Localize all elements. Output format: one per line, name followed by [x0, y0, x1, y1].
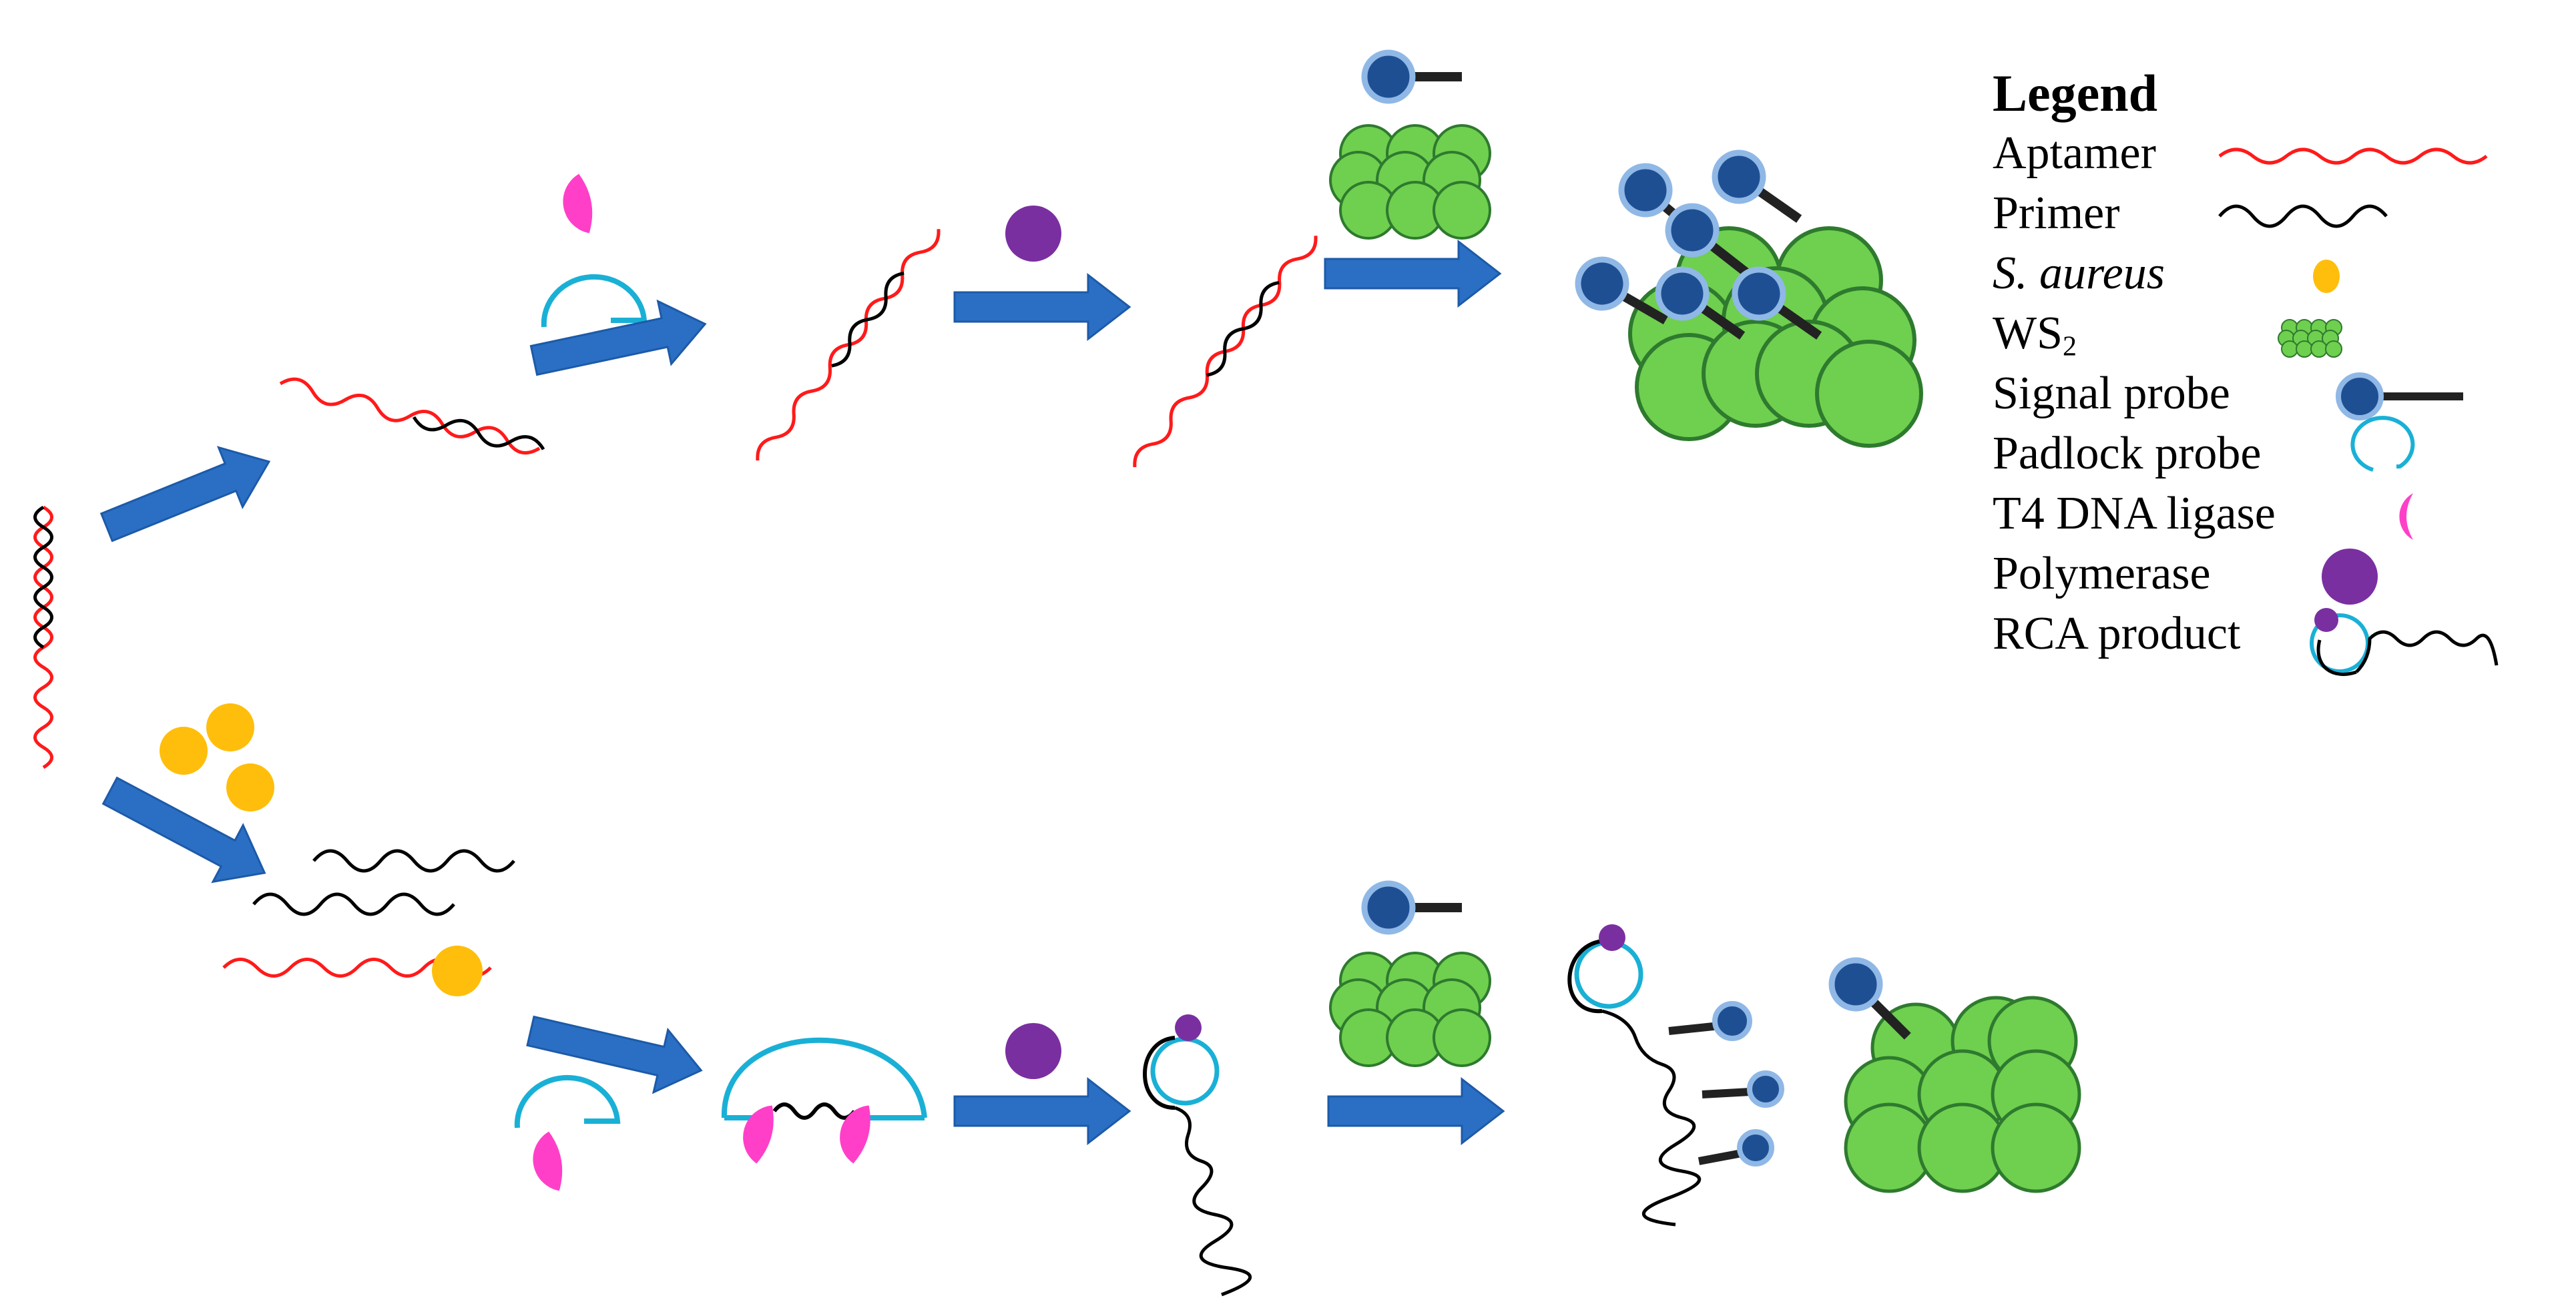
yellow-dot-icon	[2313, 259, 2340, 293]
legend-item-polymerase: Polymerase	[1993, 547, 2567, 607]
black-wave-icon	[2218, 204, 2388, 228]
legend-item-s-aureus: S. aureus	[1993, 246, 2567, 306]
padlock-probe-icon	[544, 277, 644, 327]
arrow-up-branch	[93, 430, 282, 559]
polymerase-icon	[1005, 206, 1061, 262]
legend-item-primer: Primer	[1993, 186, 2567, 246]
padlock-circularization	[721, 1037, 927, 1166]
arrow-ws2-upper	[1324, 240, 1501, 307]
arrow-ws2-lower	[1327, 1078, 1505, 1144]
legend-label: Signal probe	[1993, 367, 2230, 419]
ligase-lower-icon	[528, 1130, 567, 1195]
starting-duplex	[33, 505, 53, 769]
legend-label: Polymerase	[1993, 547, 2211, 599]
legend: Legend Aptamer Primer S. aureus WS2 Sign…	[1993, 63, 2567, 676]
legend-item-ws2: WS2	[1993, 306, 2567, 366]
padlock-probe-lower-icon	[517, 1078, 617, 1128]
free-primers	[252, 849, 515, 916]
extended-duplex	[1133, 236, 1318, 468]
aptamer-primer-duplex	[279, 377, 545, 455]
legend-label: T4 DNA ligase	[1993, 487, 2276, 539]
ws2-aggregate-lower	[1822, 950, 2079, 1191]
legend-label: Padlock probe	[1993, 427, 2262, 479]
padlock-icon	[2350, 415, 2415, 472]
legend-label: Aptamer	[1993, 127, 2156, 179]
ws2-aggregate-upper	[1630, 228, 1921, 446]
legend-item-aptamer: Aptamer	[1993, 126, 2567, 186]
arrow-ligation	[526, 292, 713, 393]
legend-label: Primer	[1993, 187, 2120, 239]
ws2-stack-lower	[1329, 884, 1491, 1067]
legend-item-rca-product: RCA product	[1993, 607, 2567, 676]
legend-item-padlock-probe: Padlock probe	[1993, 415, 2567, 486]
ligase-icon	[2399, 493, 2413, 540]
aptamer-bound-s-aureus	[222, 946, 492, 996]
s-aureus-cells	[160, 703, 274, 811]
signal-probe-icon	[2336, 372, 2463, 420]
rca-with-signal-probes	[1567, 924, 1784, 1227]
arrow-polymerase-lower	[953, 1078, 1131, 1144]
ws2-stack-upper	[1329, 53, 1491, 240]
legend-label: WS2	[1993, 307, 2077, 362]
polymerase-lower-icon	[1005, 1023, 1061, 1079]
ligase-icon	[558, 172, 597, 237]
ligated-duplex	[756, 229, 941, 461]
arrow-polymerase	[953, 274, 1131, 340]
legend-item-t4-dna-ligase: T4 DNA ligase	[1993, 486, 2567, 547]
red-wave-icon	[2218, 147, 2488, 165]
legend-item-signal-probe: Signal probe	[1993, 366, 2567, 426]
rca-product-icon	[2310, 607, 2499, 676]
legend-title: Legend	[1993, 64, 2158, 122]
green-cluster-icon	[2278, 318, 2342, 358]
legend-label: S. aureus	[1993, 247, 2165, 299]
polymerase-icon	[2322, 548, 2378, 605]
arrow-ligation-lower	[522, 998, 710, 1103]
legend-label: RCA product	[1993, 607, 2241, 659]
rca-product	[1143, 1014, 1252, 1297]
